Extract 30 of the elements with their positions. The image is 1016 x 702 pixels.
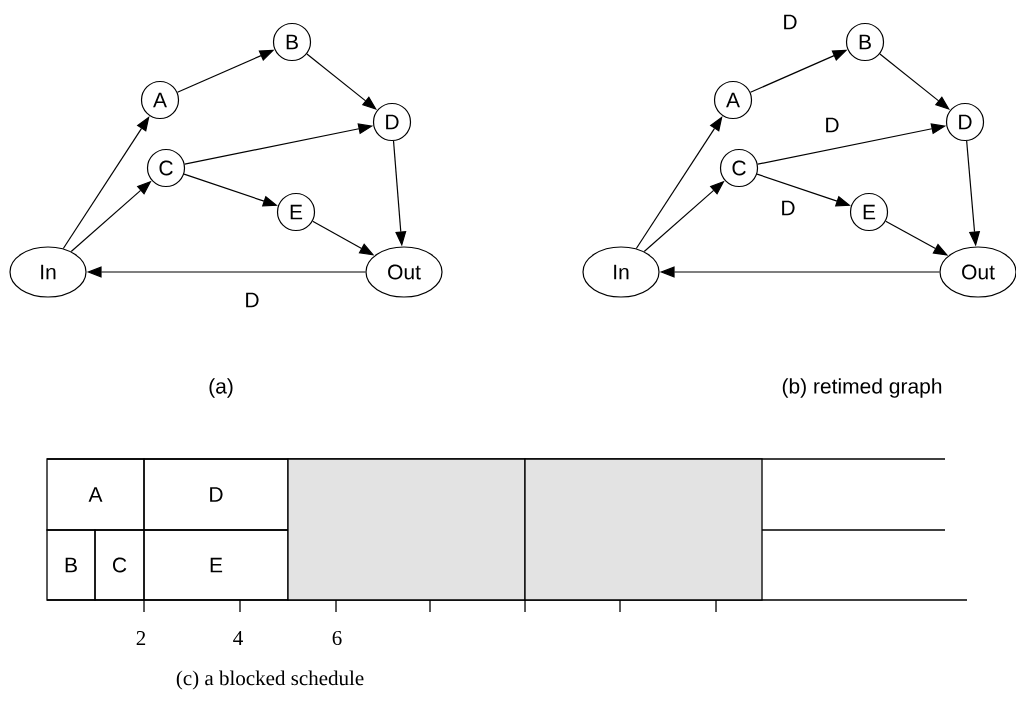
circle-node: C: [146, 148, 186, 188]
ellipse-node: Out: [365, 246, 443, 298]
circle-node: A: [140, 80, 180, 120]
edge-label: D: [823, 116, 841, 134]
circle-node: D: [372, 102, 412, 142]
circle-node: B: [845, 22, 885, 62]
arrow: [635, 116, 723, 250]
circle-node: E: [276, 192, 316, 232]
circle-node: E: [849, 192, 889, 232]
ellipse-node: In: [582, 246, 660, 298]
schedule-block: A: [46, 458, 145, 531]
edge-label: D: [243, 291, 261, 309]
caption: (b) retimed graph: [782, 378, 942, 398]
circle-node: D: [945, 102, 985, 142]
circle-node: A: [713, 80, 753, 120]
caption: (a): [209, 378, 233, 398]
shaded-block: [287, 458, 526, 601]
edge-label: D: [781, 13, 799, 31]
shaded-block: [524, 458, 763, 601]
axis-number: 6: [332, 630, 342, 646]
axis-number: 2: [136, 631, 146, 645]
schedule-block: C: [94, 529, 145, 601]
circle-node: B: [272, 22, 312, 62]
axis-number: 4: [233, 631, 243, 645]
circle-node: C: [719, 148, 759, 188]
arrow: [62, 116, 150, 250]
schedule-block: B: [46, 529, 96, 601]
edge-label: D: [779, 199, 797, 217]
caption: (c) a blocked schedule: [176, 670, 364, 690]
ellipse-node: In: [9, 246, 87, 298]
